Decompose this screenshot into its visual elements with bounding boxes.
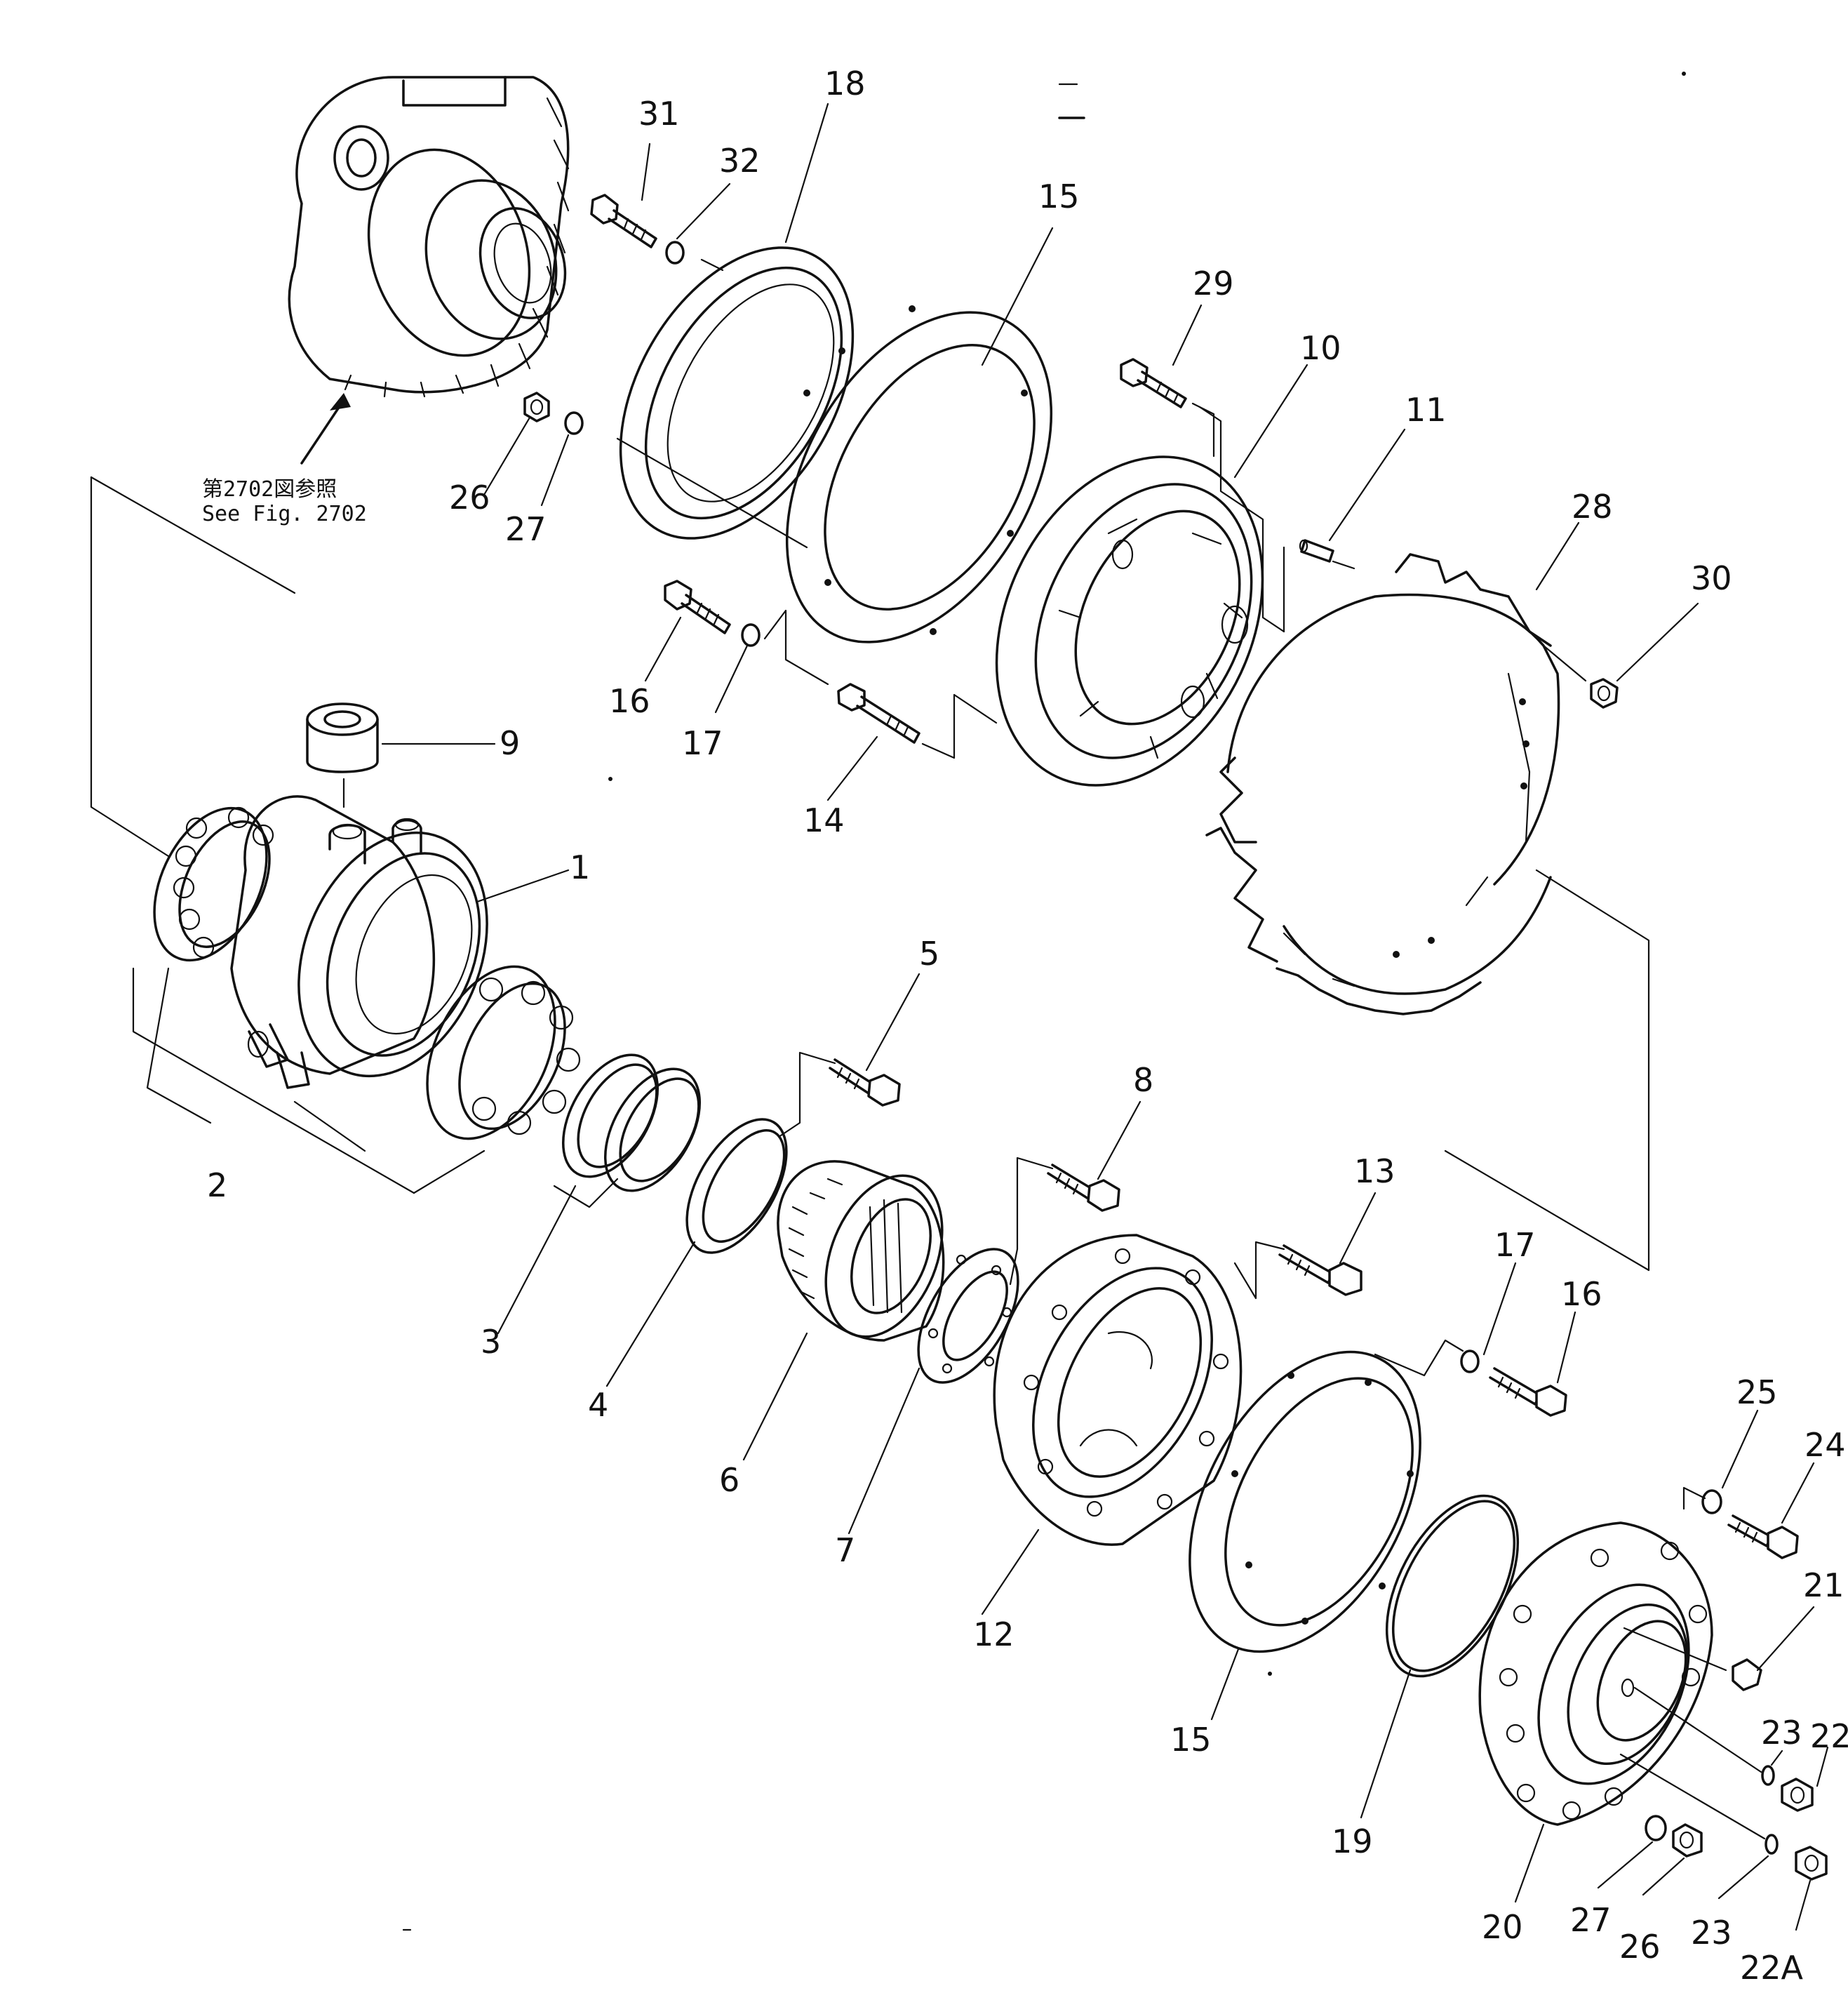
plug-21: [1732, 1658, 1762, 1691]
callout-18: 18: [824, 65, 866, 102]
pin-11: [1299, 539, 1334, 563]
o-ring-23-lower: [1765, 1834, 1779, 1855]
callout-6: 6: [719, 1461, 739, 1499]
callout-15-upper: 15: [1038, 178, 1080, 215]
callout-7: 7: [835, 1531, 855, 1569]
washer-17-upper: [741, 623, 761, 647]
bearing-2-left: [153, 806, 274, 962]
callout-32: 32: [719, 142, 761, 180]
thrust-washer-3: [561, 1053, 702, 1192]
assembly-lines: [90, 258, 1766, 1840]
callout-27-lower: 27: [1570, 1901, 1612, 1939]
nut-26-lower: [1672, 1823, 1703, 1858]
callout-25: 25: [1736, 1373, 1778, 1411]
shim-7: [917, 1248, 1019, 1384]
callout-30: 30: [1691, 559, 1732, 597]
callout-17-lower: 17: [1494, 1226, 1536, 1264]
callout-26-upper: 26: [449, 479, 490, 516]
callout-13: 13: [1354, 1152, 1395, 1190]
bolt-5: [829, 1058, 901, 1107]
callout-14: 14: [803, 801, 845, 839]
callout-24: 24: [1805, 1426, 1846, 1464]
bolt-13: [1278, 1244, 1362, 1296]
leader-lines: [381, 102, 1829, 1931]
washer-17-lower: [1460, 1349, 1480, 1373]
callout-20: 20: [1482, 1908, 1523, 1946]
plug-22: [1781, 1778, 1814, 1812]
callout-1: 1: [570, 848, 590, 886]
callout-11: 11: [1405, 391, 1447, 429]
callout-19: 19: [1332, 1822, 1373, 1860]
callout-4: 4: [588, 1386, 608, 1424]
bolt-31: [590, 194, 657, 248]
sprocket-segments-28: [1205, 553, 1560, 1015]
plug-22a: [1795, 1846, 1828, 1881]
reference-note-en: See Fig. 2702: [202, 502, 367, 526]
washer-27-upper: [564, 411, 584, 435]
washer-32: [665, 241, 685, 265]
collar-9: [306, 702, 379, 773]
final-drive-housing: [288, 76, 570, 465]
bearing-2-right: [426, 965, 581, 1140]
callout-8: 8: [1133, 1061, 1153, 1099]
callout-10: 10: [1300, 329, 1341, 367]
callout-23-upper: 23: [1761, 1714, 1802, 1752]
sprocket-hub-10: [995, 455, 1264, 787]
callout-16-lower: 16: [1561, 1275, 1602, 1313]
callout-21: 21: [1803, 1566, 1844, 1604]
callout-31: 31: [638, 95, 680, 133]
scan-specks: [402, 72, 1686, 1931]
bolt-29: [1120, 358, 1187, 408]
callout-3: 3: [481, 1323, 501, 1361]
callout-27-upper: 27: [505, 510, 547, 548]
callout-12: 12: [973, 1615, 1015, 1653]
floating-seal-15-lower: [1189, 1350, 1421, 1653]
bolt-16-lower: [1489, 1367, 1567, 1417]
floating-seal-15-upper: [785, 305, 1053, 644]
callout-15-lower: 15: [1170, 1721, 1212, 1759]
callout-17-upper: 17: [682, 724, 723, 762]
bolt-16-upper: [664, 580, 731, 634]
cover-20: [1478, 1521, 1713, 1826]
callout-5: 5: [919, 935, 939, 973]
washer-27-lower: [1645, 1815, 1667, 1841]
bolt-24: [1727, 1514, 1799, 1559]
carrier-1: [230, 795, 488, 1089]
callout-22a: 22A: [1740, 1949, 1804, 1987]
callout-9: 9: [500, 724, 520, 762]
nut-30: [1590, 678, 1619, 709]
callout-16-upper: 16: [609, 682, 650, 720]
callout-28: 28: [1572, 488, 1613, 526]
o-ring-19: [1385, 1494, 1520, 1678]
callout-2: 2: [207, 1166, 227, 1204]
washer-25: [1701, 1489, 1722, 1514]
bolt-8: [1047, 1164, 1120, 1212]
seal-ring-18: [619, 246, 855, 540]
o-ring-23-upper: [1761, 1765, 1775, 1786]
nut-26-upper: [523, 392, 550, 422]
callout-26-lower: 26: [1619, 1928, 1661, 1966]
callout-22: 22: [1810, 1717, 1848, 1755]
callout-23-lower: 23: [1691, 1914, 1732, 1952]
reference-note-jp: 第2702図参照: [202, 477, 337, 502]
bolt-14: [837, 683, 920, 744]
cover-12: [993, 1234, 1243, 1546]
spacer-4: [685, 1118, 788, 1254]
callout-labels: 31 32 18 15 29 10 11 28 30 26 27 16 17 1…: [207, 65, 1848, 1987]
gear-6: [777, 1160, 945, 1342]
callout-29: 29: [1193, 265, 1234, 302]
